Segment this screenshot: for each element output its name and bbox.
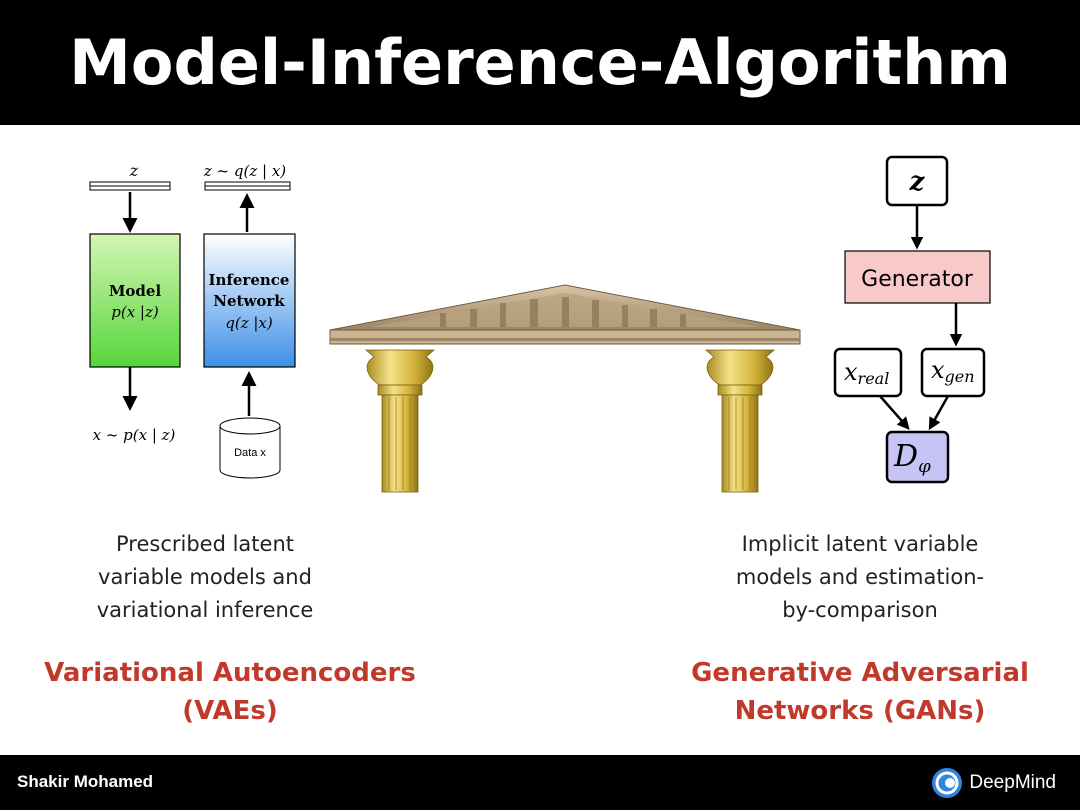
temple-pediment-icon bbox=[329, 284, 801, 493]
gan-gen-box bbox=[920, 347, 986, 398]
gan-arrow-gen-to-discriminator bbox=[928, 395, 950, 431]
slide-title: Model-Inference-Algorithm bbox=[69, 26, 1011, 99]
brand-name: DeepMind bbox=[969, 772, 1056, 793]
gan-method-name: Generative Adversarial Networks (GANs) bbox=[660, 654, 1060, 730]
vae-inference-title-1: Inference bbox=[209, 271, 290, 289]
gan-arrow-real-to-discriminator bbox=[879, 395, 910, 430]
gan-method-line: Generative Adversarial bbox=[691, 658, 1029, 688]
temple-left-column bbox=[364, 349, 436, 493]
vae-method-name: Variational Autoencoders (VAEs) bbox=[20, 654, 440, 730]
gan-discriminator-box bbox=[885, 430, 950, 484]
gan-diagram: z Generator xreal xgen Dφ bbox=[833, 155, 991, 484]
vae-inference-box bbox=[203, 233, 296, 368]
vae-description-line: Prescribed latent bbox=[116, 532, 294, 556]
vae-model-title: Model bbox=[109, 282, 162, 300]
vae-latent-label: z bbox=[129, 161, 139, 180]
gan-latent-label: z bbox=[909, 167, 926, 197]
gan-generator-label: Generator bbox=[861, 267, 974, 292]
vae-data-cylinder bbox=[219, 417, 281, 479]
vae-model-box bbox=[89, 233, 181, 368]
vae-latent-bar bbox=[89, 181, 171, 191]
vae-posterior-label: z ~ q(z | x) bbox=[203, 162, 286, 180]
vae-diagram: z Model p(x |z) x ~ p(x | z) z ~ q(z | x… bbox=[89, 161, 296, 479]
vae-description-line: variational inference bbox=[96, 598, 314, 622]
gan-discriminator-label: Dφ bbox=[893, 439, 931, 477]
gan-description-line: models and estimation- bbox=[735, 565, 985, 589]
deepmind-logo-icon bbox=[932, 768, 963, 798]
vae-sample-label: x ~ p(x | z) bbox=[93, 426, 176, 444]
brand: DeepMind bbox=[931, 767, 1056, 799]
vae-posterior-bar bbox=[204, 181, 291, 191]
footer-bar: Shakir Mohamed DeepMind bbox=[0, 755, 1080, 810]
vae-method-line: Variational Autoencoders bbox=[44, 658, 416, 688]
gan-description-line: by-comparison bbox=[782, 598, 938, 622]
gan-gen-label: xgen bbox=[931, 356, 975, 386]
title-bar: Model-Inference-Algorithm bbox=[0, 0, 1080, 125]
gan-description-line: Implicit latent variable bbox=[741, 532, 979, 556]
vae-method-line: (VAEs) bbox=[182, 696, 278, 726]
gan-description: Implicit latent variable models and esti… bbox=[700, 528, 1020, 627]
vae-description: Prescribed latent variable models and va… bbox=[60, 528, 350, 627]
vae-inference-title-2: Network bbox=[213, 292, 285, 310]
author-name: Shakir Mohamed bbox=[17, 772, 154, 791]
vae-data-label: Data x bbox=[234, 447, 266, 459]
gan-method-line: Networks (GANs) bbox=[734, 696, 986, 726]
gan-real-label: xreal bbox=[844, 358, 889, 388]
gan-real-box bbox=[833, 347, 903, 398]
vae-description-line: variable models and bbox=[98, 565, 312, 589]
gan-generator-box bbox=[844, 250, 991, 304]
vae-inference-formula: q(z |x) bbox=[225, 314, 273, 332]
temple-right-column bbox=[704, 349, 776, 493]
vae-model-formula: p(x |z) bbox=[111, 303, 159, 321]
